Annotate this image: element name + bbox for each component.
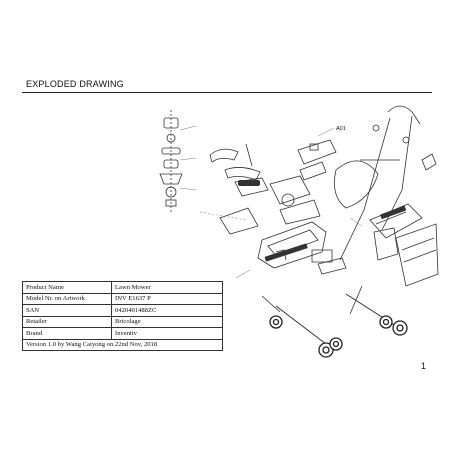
table-row: Version 1.0 by Wang Caiyong on 22nd Nov,… bbox=[22, 338, 223, 351]
info-value: Bricolage bbox=[111, 315, 223, 328]
mower-deck bbox=[257, 221, 327, 269]
info-key: Brand bbox=[22, 327, 112, 340]
assembly-label: A01 bbox=[336, 126, 346, 132]
table-row: SAN 0420401488ZC bbox=[22, 304, 223, 317]
exploded-drawing: A01 bbox=[159, 105, 439, 358]
info-value: INV E1637 P bbox=[111, 292, 223, 305]
header-rule bbox=[22, 92, 432, 93]
table-row: Brand Inventiv bbox=[22, 327, 223, 340]
table-row: Product Name Lawn Mower bbox=[22, 281, 223, 294]
battery-box bbox=[297, 139, 337, 181]
info-key: Retailer bbox=[22, 315, 112, 328]
version-note: Version 1.0 by Wang Caiyong on 22nd Nov,… bbox=[22, 338, 223, 351]
grass-box bbox=[395, 223, 439, 287]
handle bbox=[339, 105, 421, 261]
info-key: Model Nr. on Artwork bbox=[22, 292, 112, 305]
wheels bbox=[269, 315, 408, 358]
parts-stack bbox=[159, 110, 183, 212]
info-value: Inventiv bbox=[111, 327, 223, 340]
info-key: SAN bbox=[22, 304, 112, 317]
product-info-table: Product Name Lawn Mower Model Nr. on Art… bbox=[22, 281, 223, 351]
page-number: 1 bbox=[421, 361, 427, 371]
table-row: Retailer Bricolage bbox=[22, 315, 223, 328]
info-value: 0420401488ZC bbox=[111, 304, 223, 317]
info-key: Product Name bbox=[22, 281, 112, 294]
info-value: Lawn Mower bbox=[111, 281, 223, 294]
page-title: EXPLODED DRAWING bbox=[26, 79, 124, 89]
table-row: Model Nr. on Artwork INV E1637 P bbox=[22, 292, 223, 305]
